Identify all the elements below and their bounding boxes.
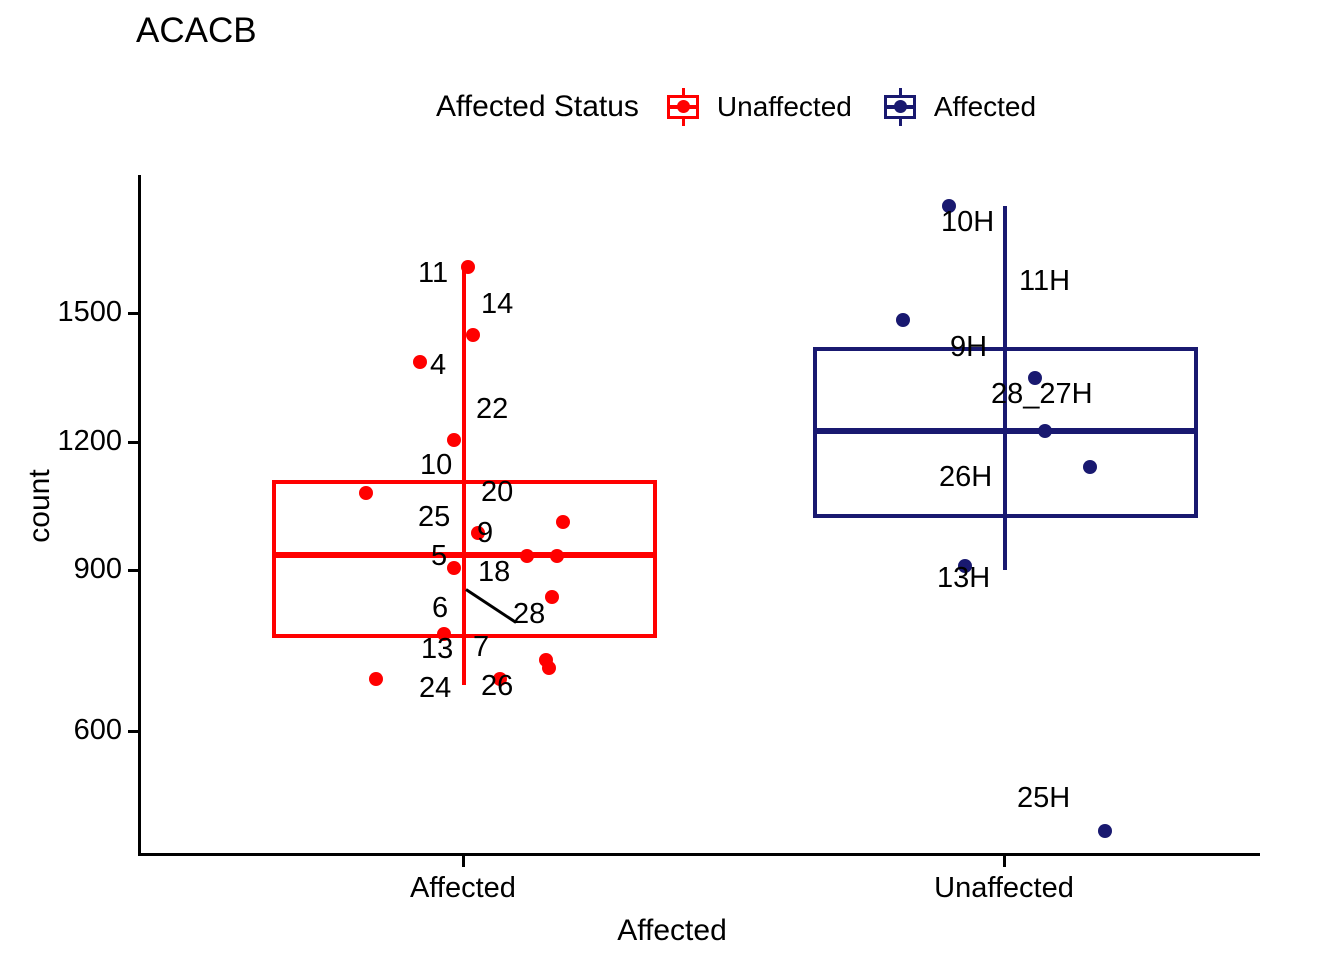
x-tick-mark xyxy=(1003,856,1006,867)
y-tick-label: 900 xyxy=(73,553,122,585)
data-point-p-13H[interactable] xyxy=(958,559,972,573)
leader-line-28 xyxy=(465,588,517,624)
legend-key-unaffected-icon xyxy=(661,88,705,126)
x-axis-line xyxy=(138,853,1260,856)
legend: Affected Status Unaffected Affected xyxy=(436,88,1062,126)
data-point-p-28[interactable] xyxy=(545,590,559,604)
point-label-lbl-10H: 10H xyxy=(941,206,995,238)
x-tick-label: Affected xyxy=(410,872,516,904)
data-point-p-18[interactable] xyxy=(550,549,564,563)
data-point-p-11[interactable] xyxy=(461,260,475,274)
point-label-lbl-13H: 13H xyxy=(937,562,991,594)
data-point-p-20[interactable] xyxy=(556,515,570,529)
data-point-p-10[interactable] xyxy=(359,486,373,500)
point-label-lbl-5: 5 xyxy=(431,540,448,572)
y-axis-line xyxy=(138,175,141,855)
data-point-p-26[interactable] xyxy=(493,672,507,686)
point-label-lbl-13: 13 xyxy=(421,633,454,665)
y-tick-mark xyxy=(128,730,139,733)
x-tick-mark xyxy=(462,856,465,867)
point-label-lbl-2827H: 28_27H xyxy=(991,378,1093,410)
data-point-p-10H[interactable] xyxy=(942,199,956,213)
legend-key-affected-icon xyxy=(878,88,922,126)
y-tick-label: 1200 xyxy=(57,425,122,457)
legend-title: Affected Status xyxy=(436,90,639,123)
point-label-lbl-14: 14 xyxy=(481,288,514,320)
point-label-lbl-22: 22 xyxy=(476,393,509,425)
legend-label-affected: Affected xyxy=(933,91,1037,122)
point-label-lbl-25: 25 xyxy=(418,501,451,533)
data-point-p-14[interactable] xyxy=(466,328,480,342)
point-label-lbl-25H: 25H xyxy=(1017,782,1071,814)
y-tick-mark xyxy=(128,569,139,572)
point-label-lbl-6: 6 xyxy=(432,592,449,624)
data-point-p-9H[interactable] xyxy=(1028,371,1042,385)
affected-group-whisker-line xyxy=(1003,206,1007,570)
x-axis-title: Affected xyxy=(617,914,727,947)
affected-group-median-line xyxy=(813,428,1198,434)
data-point-p-25[interactable] xyxy=(471,526,485,540)
legend-item-unaffected[interactable]: Unaffected xyxy=(661,88,852,126)
point-label-lbl-11H: 11H xyxy=(1019,265,1071,297)
point-label-lbl-9H: 9H xyxy=(950,331,988,363)
data-point-p-4[interactable] xyxy=(413,355,427,369)
data-point-p-6[interactable] xyxy=(437,627,451,641)
data-point-p-11H[interactable] xyxy=(896,313,910,327)
point-label-lbl-11: 11 xyxy=(418,257,449,289)
legend-item-affected[interactable]: Affected xyxy=(878,88,1036,126)
point-label-lbl-24: 24 xyxy=(419,672,452,704)
data-point-p-22[interactable] xyxy=(447,433,461,447)
point-label-lbl-26: 26 xyxy=(481,670,514,702)
point-label-lbl-9: 9 xyxy=(477,517,494,549)
data-point-p-2827H[interactable] xyxy=(1038,424,1052,438)
unaffected-group-box xyxy=(272,480,657,638)
data-point-p-26H[interactable] xyxy=(1083,460,1097,474)
unaffected-group-whisker-line xyxy=(462,267,466,685)
point-label-lbl-28: 28 xyxy=(513,598,546,630)
point-label-lbl-10: 10 xyxy=(420,449,453,481)
point-label-lbl-4: 4 xyxy=(430,349,447,381)
point-label-lbl-20: 20 xyxy=(481,476,514,508)
x-tick-label: Unaffected xyxy=(934,872,1074,904)
unaffected-group-median-line xyxy=(272,552,657,558)
data-point-p-9[interactable] xyxy=(520,549,534,563)
y-tick-label: 1500 xyxy=(57,296,122,328)
page-title: ACACB xyxy=(136,11,257,50)
data-point-p-7b[interactable] xyxy=(542,661,556,675)
point-label-lbl-7: 7 xyxy=(473,631,490,663)
data-point-p-25H[interactable] xyxy=(1098,824,1112,838)
legend-label-unaffected: Unaffected xyxy=(716,91,852,122)
y-tick-label: 600 xyxy=(73,714,122,746)
data-point-p-13[interactable] xyxy=(369,672,383,686)
data-point-p-5[interactable] xyxy=(447,561,461,575)
y-tick-mark xyxy=(128,441,139,444)
y-tick-mark xyxy=(128,312,139,315)
point-label-lbl-26H: 26H xyxy=(939,461,993,493)
point-label-lbl-18: 18 xyxy=(478,556,511,588)
